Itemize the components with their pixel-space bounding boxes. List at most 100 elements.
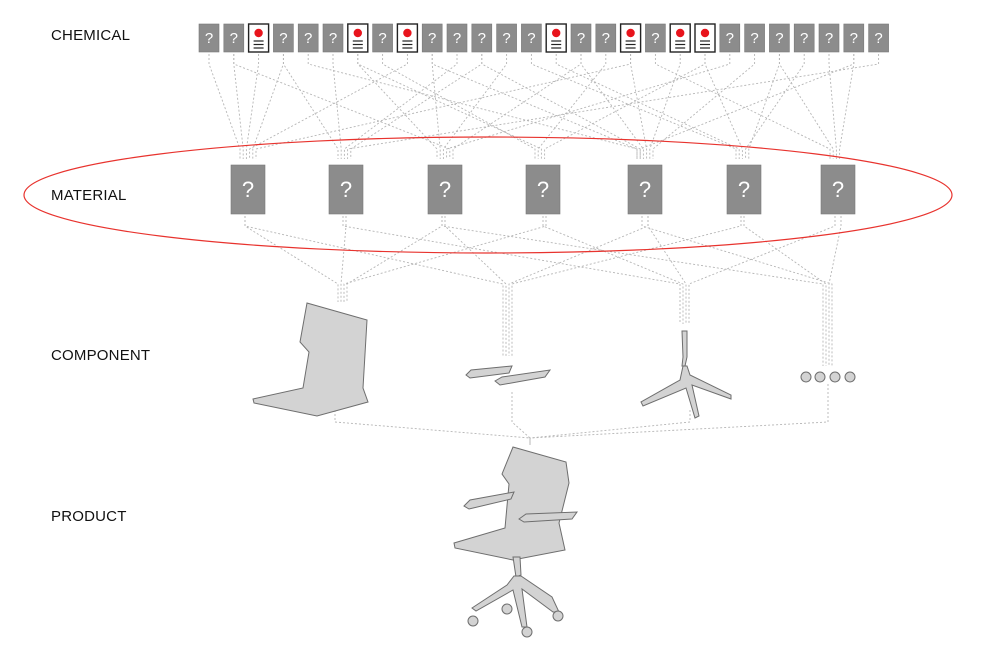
connector-line [452, 54, 582, 159]
connector-line [641, 216, 833, 366]
chemical-known-icon [396, 23, 419, 53]
connector-line [542, 216, 684, 324]
chemical-unknown-box: ? [769, 23, 790, 53]
unknown-symbol: ? [639, 177, 651, 202]
unknown-symbol: ? [738, 177, 750, 202]
connector-line [652, 54, 756, 159]
unknown-symbol: ? [775, 30, 783, 47]
connector-line [828, 54, 837, 159]
unknown-symbol: ? [242, 177, 254, 202]
material-unknown-box: ? [427, 164, 463, 215]
seat-shell-icon [252, 302, 369, 417]
level-label-component: COMPONENT [51, 347, 151, 364]
chemical-known-icon [619, 23, 642, 53]
connector-line [334, 410, 531, 445]
connector-line [704, 54, 743, 159]
connector-line [537, 54, 607, 159]
chemical-unknown-box: ? [198, 23, 220, 53]
unknown-symbol: ? [800, 30, 808, 47]
chair-base-icon [640, 330, 732, 419]
unknown-symbol: ? [527, 30, 535, 47]
connector-line [431, 54, 638, 159]
unknown-symbol: ? [850, 30, 858, 47]
connector-line [233, 54, 244, 159]
chemical-known-icon [669, 23, 691, 53]
unknown-symbol: ? [378, 30, 386, 47]
unknown-symbol: ? [478, 30, 486, 47]
connector-line [654, 54, 831, 159]
chemical-unknown-box: ? [744, 23, 765, 53]
connector-line [340, 216, 347, 302]
connector-line [743, 216, 827, 366]
chemical-unknown-box: ? [818, 23, 840, 53]
connector-line [745, 54, 805, 159]
chemical-unknown-box: ? [868, 23, 889, 53]
component-row [252, 302, 856, 419]
chemical-unknown-box: ? [471, 23, 493, 53]
connector-line [828, 216, 842, 366]
unknown-symbol: ? [502, 30, 510, 47]
connector-line [343, 54, 458, 159]
unknown-symbol: ? [726, 30, 734, 47]
material-highlight-ellipse [23, 136, 953, 254]
connector-line [233, 54, 451, 159]
connector-line [208, 54, 241, 159]
chemical-row: ????????????????????? [198, 23, 889, 53]
unknown-symbol: ? [825, 30, 833, 47]
unknown-symbol: ? [205, 30, 213, 47]
unknown-symbol: ? [577, 30, 585, 47]
office-chair-icon [453, 446, 578, 638]
connector-line [442, 54, 508, 159]
connector-line [252, 54, 284, 159]
unknown-symbol: ? [874, 30, 882, 47]
connector-line [332, 54, 342, 159]
connector-line [649, 54, 681, 159]
chemical-unknown-box: ? [570, 23, 592, 53]
chemical-unknown-box: ? [446, 23, 468, 53]
unknown-symbol: ? [279, 30, 287, 47]
connector-line [444, 216, 507, 356]
connector-line [357, 54, 542, 159]
connector-line [688, 216, 836, 324]
unknown-symbol: ? [428, 30, 436, 47]
connector-line [446, 54, 731, 159]
unknown-symbol: ? [750, 30, 758, 47]
chemical-unknown-box: ? [322, 23, 344, 53]
unknown-symbol: ? [651, 30, 659, 47]
chemical-unknown-box: ? [372, 23, 393, 53]
material-unknown-box: ? [328, 164, 364, 215]
connector-line [244, 216, 504, 356]
level-label-material: MATERIAL [51, 187, 127, 204]
material-unknown-box: ? [820, 164, 856, 215]
connector-line [350, 54, 483, 159]
connector-line [511, 216, 742, 356]
connector-line [255, 54, 632, 159]
chemical-unknown-box: ? [719, 23, 741, 53]
level-label-product: PRODUCT [51, 508, 127, 525]
connector-line [529, 384, 829, 445]
chemical-unknown-box: ? [645, 23, 666, 53]
connector-line [307, 54, 638, 159]
armrests-icon [465, 365, 552, 386]
level-label-chemical: CHEMICAL [51, 27, 131, 44]
connector-line [346, 216, 443, 302]
connector-lines [208, 54, 880, 445]
material-unknown-box: ? [627, 164, 663, 215]
connector-line [343, 216, 547, 302]
connector-line [544, 54, 706, 159]
unknown-symbol: ? [537, 177, 549, 202]
chemical-unknown-box: ? [595, 23, 617, 53]
connector-line [441, 216, 824, 366]
connector-line [778, 54, 834, 159]
unknown-symbol: ? [453, 30, 461, 47]
unknown-symbol: ? [439, 177, 451, 202]
chemical-unknown-box: ? [297, 23, 319, 53]
chemical-known-icon [694, 23, 716, 53]
unknown-symbol: ? [832, 177, 844, 202]
chemical-known-icon [347, 23, 369, 53]
chemical-unknown-box: ? [496, 23, 517, 53]
connector-line [245, 54, 260, 159]
material-unknown-box: ? [525, 164, 561, 215]
connector-line [555, 54, 740, 159]
